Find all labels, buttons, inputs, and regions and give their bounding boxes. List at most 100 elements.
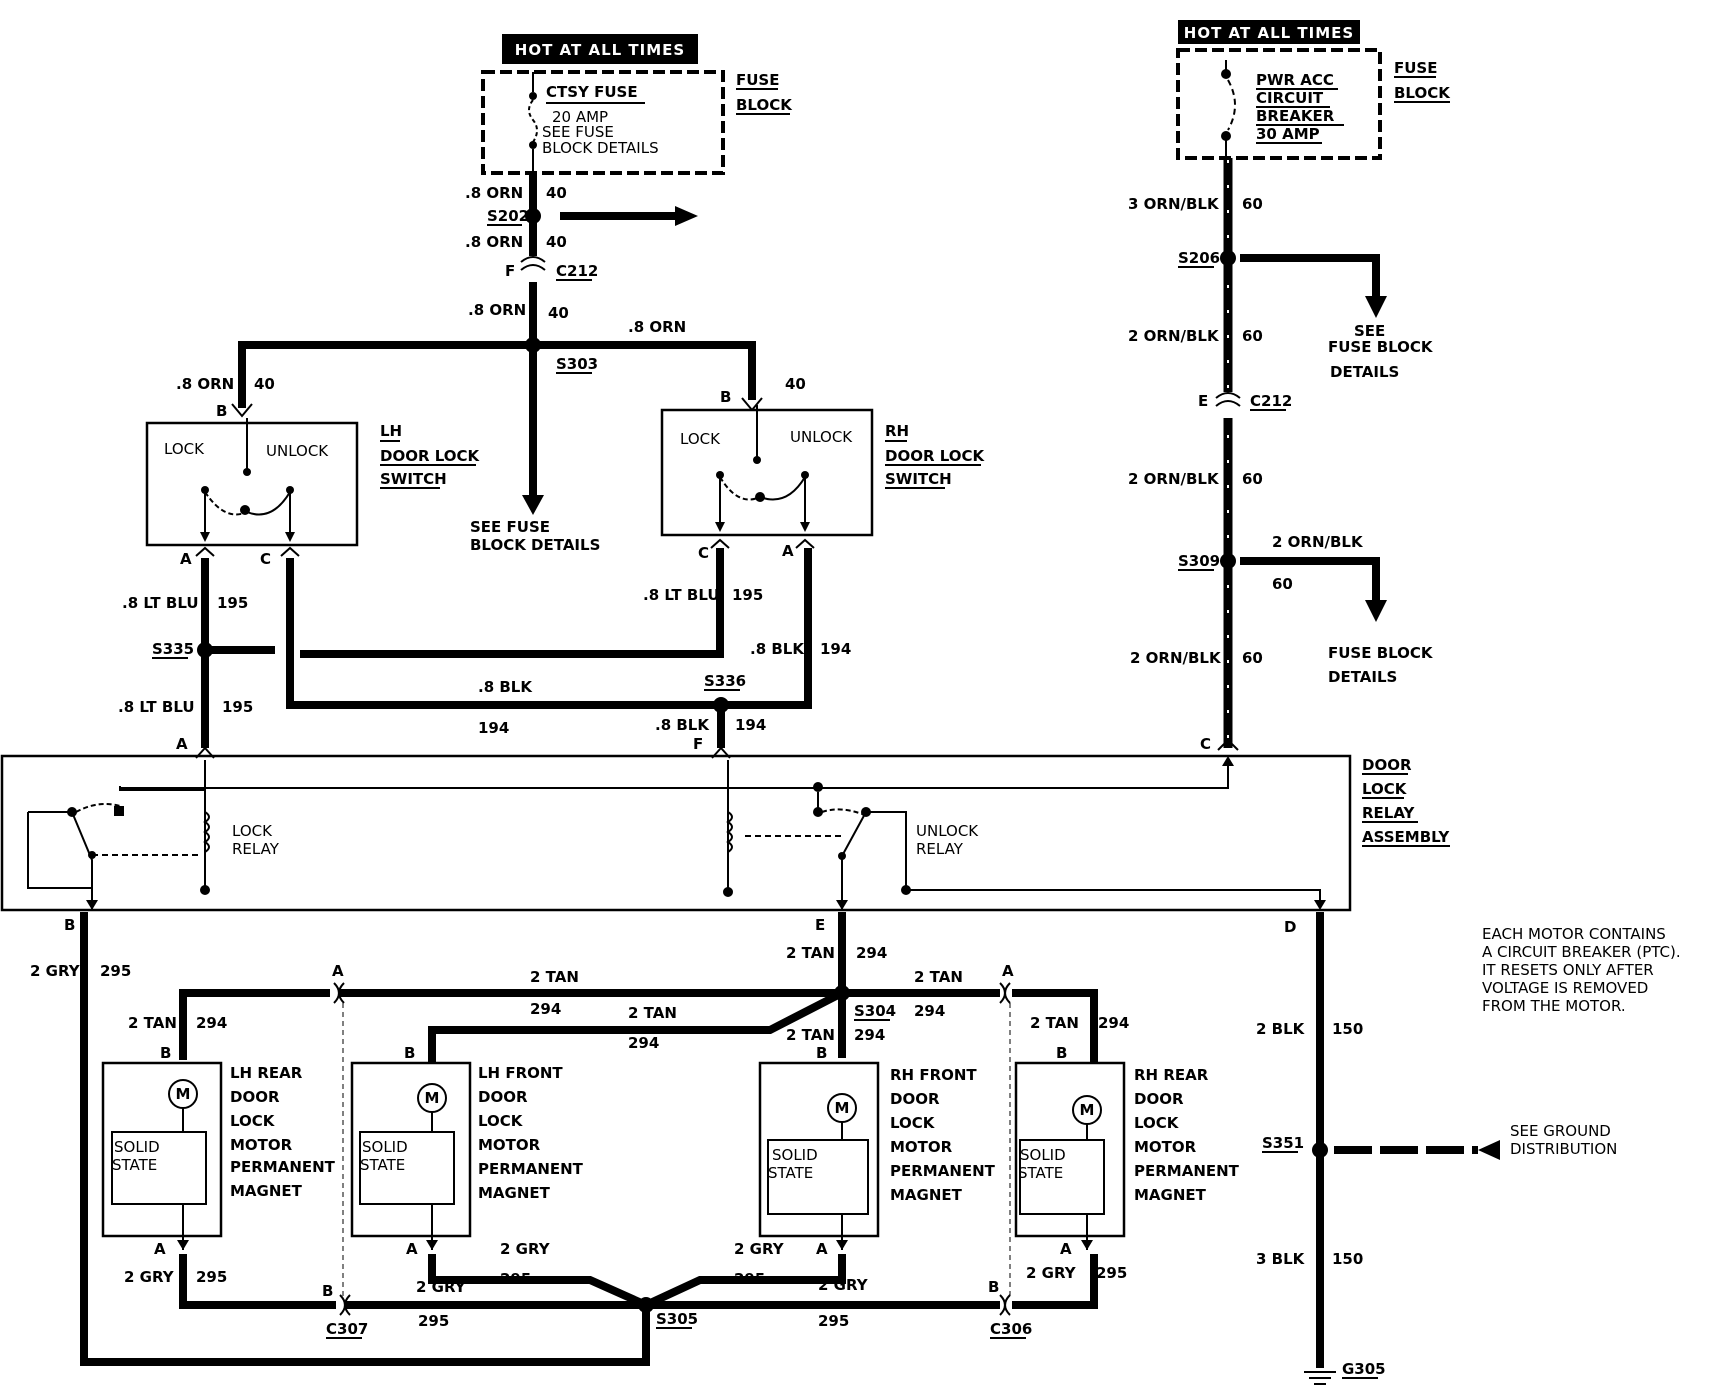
circuit-60-1: 60 xyxy=(1242,195,1263,213)
fuse-block-details-2: DETAILS xyxy=(1328,668,1397,686)
motor-breaker-note: EACH MOTOR CONTAINS A CIRCUIT BREAKER (P… xyxy=(1482,925,1681,1015)
circuit-40-1: 40 xyxy=(546,184,567,202)
circuit-294-r: 294 xyxy=(914,1002,945,1020)
circuit-295-lr: 295 xyxy=(196,1268,227,1286)
splice-s336: S336 xyxy=(704,672,746,690)
motor-rh-front-m: M xyxy=(835,1099,850,1117)
circuit-295-c2: 295 xyxy=(818,1312,849,1330)
wire-label-blk-2: .8 BLK xyxy=(478,678,533,696)
circuit-295-rf: 295 xyxy=(734,1270,765,1288)
pwr-acc-label: PWR ACC xyxy=(1256,71,1334,89)
note-line-2: A CIRCUIT BREAKER (PTC). xyxy=(1482,943,1681,961)
motor-lh-front: M SOLID STATE xyxy=(350,1061,472,1250)
see-fuse-block-r-3: DETAILS xyxy=(1330,363,1399,381)
lh-switch-title-1: LH xyxy=(380,422,402,440)
wire-label-2-tan-rr: 2 TAN xyxy=(1030,1014,1079,1032)
motor-lh-front-title-1: LH FRONT xyxy=(478,1064,563,1082)
motor-rh-rear-m: M xyxy=(1080,1101,1095,1119)
hot-at-all-times-label-left: HOT AT ALL TIMES xyxy=(515,41,685,59)
relay-assembly-title-4: ASSEMBLY xyxy=(1362,828,1450,846)
motor-rh-front: M SOLID STATE xyxy=(758,1061,880,1250)
ground-g305: G305 xyxy=(1342,1360,1386,1378)
pwr-acc-circuit-breaker-block: PWR ACC CIRCUIT BREAKER 30 AMP xyxy=(1176,48,1382,160)
switch-output-wires xyxy=(195,538,815,748)
circuit-294-lr: 294 xyxy=(196,1014,227,1032)
circuit-195-1: 195 xyxy=(217,594,248,612)
lock-relay-label-1: LOCK xyxy=(232,822,273,840)
motor-rh-rear-pin-a: A xyxy=(1060,1240,1072,1258)
see-ground-distribution-2: DISTRIBUTION xyxy=(1510,1140,1617,1158)
circuit-294-rf: 294 xyxy=(854,1026,885,1044)
motor-rh-rear-solid: SOLID xyxy=(1020,1146,1066,1164)
rh-switch-unlock-label: UNLOCK xyxy=(790,428,853,446)
splice-s309: S309 xyxy=(1178,552,1220,570)
motor-rh-rear-state: STATE xyxy=(1018,1164,1063,1182)
fuse-block-label-right-2: BLOCK xyxy=(1394,84,1451,102)
wire-label-08-orn-3: .8 ORN xyxy=(468,301,526,319)
circuit-294-a: 294 xyxy=(530,1000,561,1018)
breaker-label: BREAKER xyxy=(1256,107,1335,125)
motor-rh-rear-title-3: LOCK xyxy=(1134,1114,1180,1132)
see-fuse-block-1: SEE FUSE xyxy=(470,518,550,536)
relay-pin-b: B xyxy=(64,916,75,934)
relay-pin-c: C xyxy=(1200,735,1211,753)
see-ground-distribution-1: SEE GROUND xyxy=(1510,1122,1611,1140)
motor-lh-rear-title-1: LH REAR xyxy=(230,1064,303,1082)
lock-relay-label-2: RELAY xyxy=(232,840,280,858)
motor-rh-rear-title-1: RH REAR xyxy=(1134,1066,1209,1084)
rh-door-lock-switch: LOCK UNLOCK xyxy=(660,405,874,537)
wire-label-08-orn-lh: .8 ORN xyxy=(176,375,234,393)
circuit-194-2: 194 xyxy=(478,719,509,737)
wire-label-blk-1: .8 BLK xyxy=(750,640,805,658)
circuit-194-1: 194 xyxy=(820,640,851,658)
motor-lh-front-title-3: LOCK xyxy=(478,1112,524,1130)
fuse-block-label-left-2: BLOCK xyxy=(736,96,793,114)
circuit-294-m: 294 xyxy=(628,1034,659,1052)
motor-lh-rear-solid: SOLID xyxy=(114,1138,160,1156)
motor-rh-front-title-6: MAGNET xyxy=(890,1186,963,1204)
note-line-3: IT RESETS ONLY AFTER xyxy=(1482,961,1654,979)
circuit-60-branch: 60 xyxy=(1272,575,1293,593)
wire-label-2-gry-rr: 2 GRY xyxy=(1026,1264,1077,1282)
splice-s206: S206 xyxy=(1178,249,1220,267)
rh-switch-lock-label: LOCK xyxy=(680,430,721,448)
circuit-60-4: 60 xyxy=(1242,649,1263,667)
lh-switch-pin-c: C xyxy=(260,550,271,568)
ctsy-fuse-label: CTSY FUSE xyxy=(546,83,638,101)
circuit-194-3: 194 xyxy=(735,716,766,734)
relay-assembly-title-3: RELAY xyxy=(1362,804,1416,822)
rh-switch-pin-c: C xyxy=(698,544,709,562)
see-fuse-block-r-1: SEE xyxy=(1354,322,1385,340)
splice-s335: S335 xyxy=(152,640,194,658)
circuit-295-lf: 295 xyxy=(500,1270,531,1288)
motor-rh-rear-title: RH REAR DOOR LOCK MOTOR PERMANENT MAGNET xyxy=(1134,1066,1240,1204)
circuit-60-2: 60 xyxy=(1242,327,1263,345)
motor-rh-rear-title-4: MOTOR xyxy=(1134,1138,1197,1156)
lh-switch-title-2: DOOR LOCK xyxy=(380,447,481,465)
motor-rh-front-solid: SOLID xyxy=(772,1146,818,1164)
breaker-rating: 30 AMP xyxy=(1256,125,1320,143)
connector-c307-pin-b: B xyxy=(322,1282,333,1300)
wire-label-08-orn-branch: .8 ORN xyxy=(628,318,686,336)
motor-lh-front-title-2: DOOR xyxy=(478,1088,528,1106)
motor-rh-front-title-3: LOCK xyxy=(890,1114,936,1132)
motor-wiring xyxy=(80,912,1500,1385)
motor-lh-rear-pin-a: A xyxy=(154,1240,166,1258)
motor-rh-rear-title-6: MAGNET xyxy=(1134,1186,1207,1204)
note-line-4: VOLTAGE IS REMOVED xyxy=(1482,979,1648,997)
lh-switch-pin-a: A xyxy=(180,550,192,568)
motor-rh-front-title-5: PERMANENT xyxy=(890,1162,996,1180)
wire-label-3-blk: 3 BLK xyxy=(1256,1250,1306,1268)
lh-switch-unlock-label: UNLOCK xyxy=(266,442,329,460)
relay-assembly-title-1: DOOR xyxy=(1362,756,1412,774)
fuse-block-details-1: FUSE BLOCK xyxy=(1328,644,1434,662)
lh-door-lock-switch: LOCK UNLOCK xyxy=(145,418,359,547)
wire-label-2-gry: 2 GRY xyxy=(30,962,81,980)
circuit-150-1: 150 xyxy=(1332,1020,1363,1038)
ctsy-block-details: BLOCK DETAILS xyxy=(542,139,659,157)
connector-c306: C306 xyxy=(990,1320,1032,1338)
circuit-label: CIRCUIT xyxy=(1256,89,1324,107)
see-fuse-block-r-2: FUSE BLOCK xyxy=(1328,338,1434,356)
relay-pin-e: E xyxy=(815,916,825,934)
fuse-block-label-right-1: FUSE xyxy=(1394,59,1437,77)
